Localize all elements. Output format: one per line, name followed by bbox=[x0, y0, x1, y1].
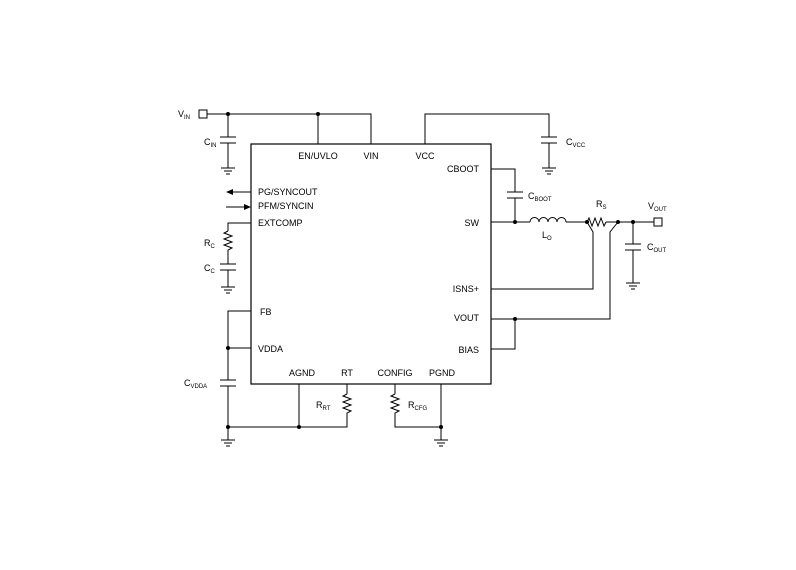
rcfg-label: RCFG bbox=[408, 400, 427, 412]
cout-label: COUT bbox=[647, 242, 667, 254]
pin-en-uvlo: EN/UVLO bbox=[298, 151, 338, 161]
pin-fb: FB bbox=[260, 307, 272, 317]
vout-bias-node-dot bbox=[513, 317, 517, 321]
pin-extcomp: EXTCOMP bbox=[258, 218, 303, 228]
fb-vdda-wire bbox=[227, 310, 251, 427]
cboot-label: CBOOT bbox=[528, 191, 552, 203]
cin-ground-icon bbox=[221, 167, 235, 175]
cin-label: CIN bbox=[204, 137, 217, 149]
cout-capacitor bbox=[625, 243, 641, 251]
cboot-capacitor bbox=[507, 191, 523, 199]
pin-rt: RT bbox=[341, 368, 353, 378]
vdda-node-dot bbox=[226, 346, 230, 350]
ic-body bbox=[250, 143, 492, 385]
agnd-ground-bus-wire bbox=[228, 416, 348, 428]
en-node-dot bbox=[316, 112, 320, 116]
rc-label: RC bbox=[204, 238, 216, 250]
cvdda-capacitor bbox=[220, 379, 236, 387]
pin-sw: SW bbox=[465, 218, 480, 228]
agnd-ground-icon bbox=[221, 427, 235, 447]
pfm-syncin-arrow-icon bbox=[226, 204, 251, 210]
lo-inductor bbox=[529, 217, 567, 223]
pin-agnd: AGND bbox=[289, 368, 316, 378]
pin-cboot: CBOOT bbox=[447, 164, 480, 174]
vin-label: VIN bbox=[178, 109, 190, 121]
cc-ground-icon bbox=[221, 286, 235, 294]
pg-syncout-arrow-icon bbox=[226, 189, 251, 195]
pin-config: CONFIG bbox=[378, 368, 413, 378]
pin-isns-plus: ISNS+ bbox=[453, 284, 479, 294]
vin-terminal bbox=[198, 109, 208, 119]
pin-vdda: VDDA bbox=[258, 344, 283, 354]
pin-pfm-syncin: PFM/SYNCIN bbox=[258, 201, 314, 211]
isns-sense-wire bbox=[491, 221, 594, 290]
cvdda-label: CVDDA bbox=[184, 378, 207, 390]
cvcc-label: CVCC bbox=[566, 137, 586, 149]
vin-rail-wire bbox=[207, 113, 372, 144]
vcc-wire bbox=[424, 113, 550, 168]
agnd-node-dot bbox=[297, 425, 301, 429]
cc-label: CC bbox=[204, 263, 216, 275]
pin-vout: VOUT bbox=[454, 313, 480, 323]
cvcc-ground-icon bbox=[542, 167, 556, 175]
pgnd-ground-icon bbox=[434, 439, 448, 447]
rs-resistor bbox=[586, 216, 607, 228]
vout-sense-wire bbox=[491, 221, 619, 320]
rc-resistor bbox=[222, 230, 234, 264]
pgnd-node-dot bbox=[439, 425, 443, 429]
cvcc-capacitor bbox=[541, 136, 557, 144]
pin-pgnd: PGND bbox=[429, 368, 456, 378]
pin-vin: VIN bbox=[363, 151, 378, 161]
pin-vcc: VCC bbox=[415, 151, 435, 161]
lo-label: LO bbox=[542, 230, 552, 242]
cboot-wire bbox=[491, 168, 516, 222]
vout-label: VOUT bbox=[648, 201, 667, 213]
pin-bias: BIAS bbox=[458, 345, 479, 355]
rcfg-resistor bbox=[389, 393, 441, 428]
sw-node-dot bbox=[513, 220, 517, 224]
cout-ground-icon bbox=[626, 282, 640, 290]
rs-label: RS bbox=[596, 199, 607, 211]
vout-terminal bbox=[653, 217, 663, 227]
rrt-label: RRT bbox=[316, 400, 331, 412]
extcomp-wire bbox=[227, 222, 251, 231]
rrt-resistor bbox=[341, 393, 353, 416]
pin-pg-syncout: PG/SYNCOUT bbox=[258, 187, 318, 197]
bias-wire bbox=[491, 319, 516, 350]
cin-capacitor bbox=[220, 136, 236, 144]
cc-capacitor bbox=[220, 263, 236, 271]
